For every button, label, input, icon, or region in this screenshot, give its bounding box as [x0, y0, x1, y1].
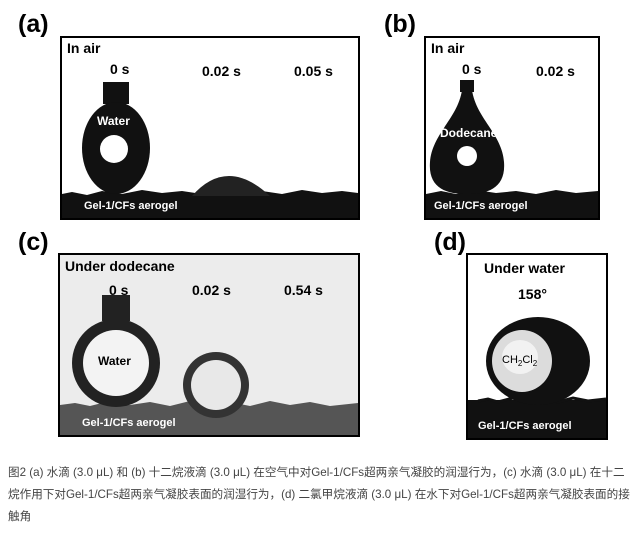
droplet-label: Water — [98, 354, 131, 368]
panel-c-image — [60, 295, 358, 435]
panel-d-image — [468, 317, 606, 438]
substrate-label: Gel-1/CFs aerogel — [434, 200, 528, 212]
panel-d: Under water 158° CH2Cl2 Gel-1/CFs aeroge… — [466, 253, 608, 440]
panel-a: In air 0 s 0.02 s 0.05 s Water Gel-1/CFs… — [60, 36, 360, 220]
time-label: 0 s — [462, 61, 482, 77]
condition-label: In air — [67, 40, 101, 56]
droplet-label: Water — [97, 114, 130, 128]
figure-caption: 图2 (a) 水滴 (3.0 μL) 和 (b) 十二烷液滴 (3.0 μL) … — [8, 466, 630, 523]
time-label: 0 s — [109, 282, 129, 298]
condition-label: Under dodecane — [65, 258, 175, 274]
panel-b: In air 0 s 0.02 s Dodecane Gel-1/CFs aer… — [424, 36, 600, 220]
time-label: 0.05 s — [294, 63, 333, 79]
substrate-label: Gel-1/CFs aerogel — [82, 417, 176, 429]
condition-label: Under water — [484, 260, 565, 276]
time-label: 0 s — [110, 61, 130, 77]
panel-c-label: (c) — [18, 228, 49, 256]
contact-angle-label: 158° — [518, 286, 547, 302]
time-label: 0.54 s — [284, 282, 323, 298]
droplet-label: Dodecane — [440, 126, 498, 140]
substrate-label: Gel-1/CFs aerogel — [478, 420, 572, 432]
panel-c: Under dodecane 0 s 0.02 s 0.54 s Water G… — [58, 253, 360, 437]
panel-b-image — [426, 80, 598, 218]
panel-a-image — [62, 82, 358, 218]
condition-label: In air — [431, 40, 465, 56]
panel-b-label: (b) — [384, 10, 416, 38]
panel-a-label: (a) — [18, 10, 49, 38]
substrate-label: Gel-1/CFs aerogel — [84, 200, 178, 212]
droplet-label: CH2Cl2 — [502, 354, 538, 369]
time-label: 0.02 s — [536, 63, 575, 79]
time-label: 0.02 s — [202, 63, 241, 79]
time-label: 0.02 s — [192, 282, 231, 298]
panel-d-label: (d) — [434, 228, 466, 256]
